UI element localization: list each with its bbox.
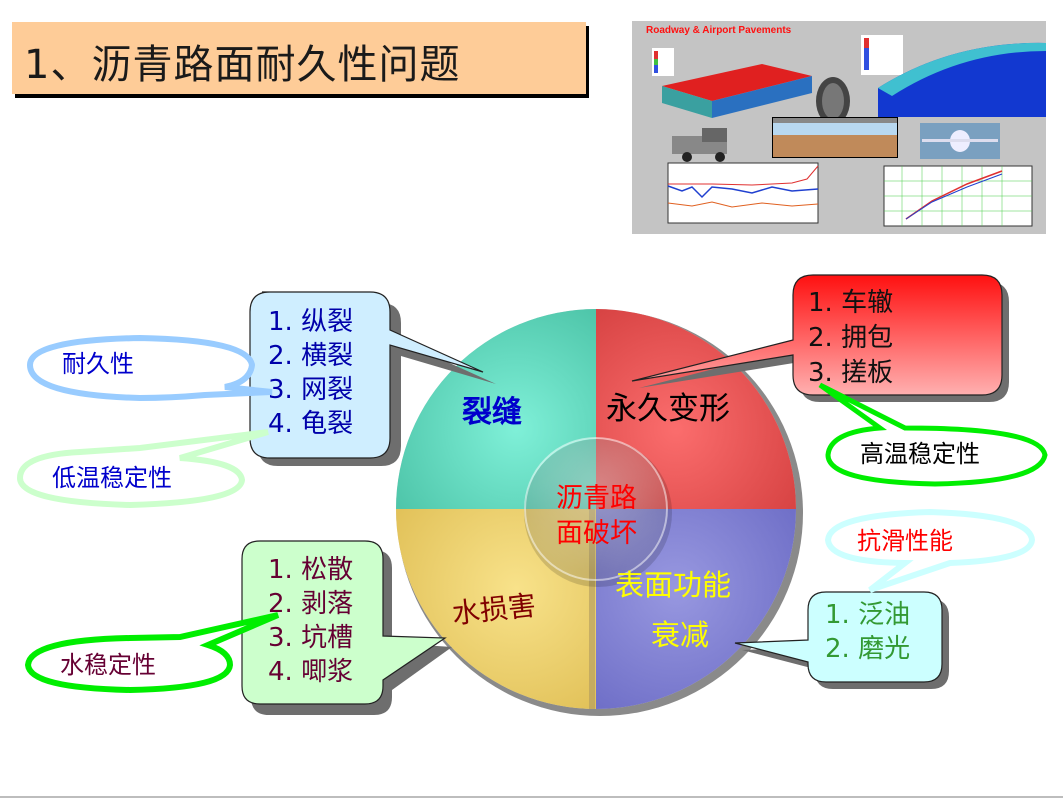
list-item: 1. 松散 bbox=[268, 555, 354, 585]
center-label-line1: 沥青路 bbox=[556, 483, 637, 514]
center-label-line2: 面破坏 bbox=[556, 518, 637, 549]
list-item: 4. 龟裂 bbox=[268, 409, 354, 439]
bubble-skid-resistance: 抗滑性能 bbox=[857, 527, 953, 555]
segment-label-surface-function-line2: 衰减 bbox=[651, 618, 710, 652]
bubble-high-temp-stability: 高温稳定性 bbox=[860, 440, 980, 468]
list-item: 3. 搓板 bbox=[808, 358, 894, 388]
cracking-types-list: 1. 纵裂 2. 横裂 3. 网裂 4. 龟裂 bbox=[268, 305, 353, 441]
bubble-durability: 耐久性 bbox=[62, 350, 134, 378]
bubble-low-temp-stability: 低温稳定性 bbox=[52, 464, 172, 492]
list-item: 4. 唧浆 bbox=[268, 657, 354, 687]
list-item: 1. 车辙 bbox=[808, 288, 894, 318]
slide-title: 1、沥青路面耐久性问题 bbox=[24, 42, 461, 88]
water-damage-types-list: 1. 松散 2. 剥落 3. 坑槽 4. 唧浆 bbox=[268, 553, 353, 689]
bubble-water-stability: 水稳定性 bbox=[60, 651, 156, 679]
photo-title: Roadway & Airport Pavements bbox=[646, 25, 792, 36]
list-item: 2. 拥包 bbox=[808, 323, 894, 353]
deformation-types-list: 1. 车辙 2. 拥包 3. 搓板 bbox=[808, 286, 893, 391]
pavement-photo-collage: Roadway & Airport Pavements bbox=[632, 21, 1046, 234]
list-item: 2. 剥落 bbox=[268, 589, 354, 619]
segment-label-surface-function-line1: 表面功能 bbox=[615, 568, 732, 602]
surface-function-types-list: 1. 泛油 2. 磨光 bbox=[825, 598, 910, 666]
list-item: 2. 磨光 bbox=[825, 634, 911, 664]
list-item: 1. 泛油 bbox=[825, 600, 911, 630]
list-item: 2. 横裂 bbox=[268, 341, 354, 371]
list-item: 3. 网裂 bbox=[268, 375, 354, 405]
slide-title-box: 1、沥青路面耐久性问题 bbox=[12, 22, 586, 94]
segment-label-cracking: 裂缝 bbox=[462, 395, 522, 430]
segment-label-permanent-deformation: 永久变形 bbox=[606, 391, 730, 427]
segment-label-water-damage: 水损害 bbox=[450, 588, 538, 631]
list-item: 3. 坑槽 bbox=[268, 623, 354, 653]
list-item: 1. 纵裂 bbox=[268, 307, 354, 337]
footer-divider bbox=[0, 796, 1063, 798]
